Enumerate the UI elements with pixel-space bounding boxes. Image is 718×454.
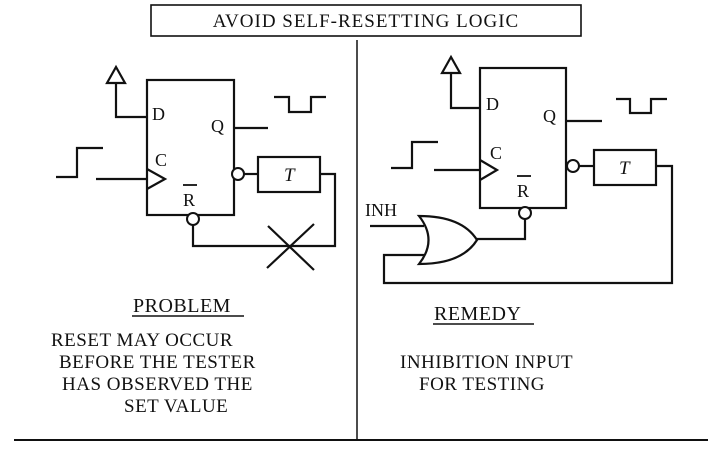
problem-line-4: SET VALUE xyxy=(124,396,228,417)
or-gate xyxy=(416,214,479,266)
clock-input-triangle-icon xyxy=(146,168,168,190)
flipflop-box xyxy=(145,78,236,217)
pin-c-label: C xyxy=(490,143,502,163)
pin-q-label: Q xyxy=(211,116,224,136)
pin-r-label: R xyxy=(183,190,195,210)
remedy-circuit: D C Q R T INH xyxy=(365,54,674,285)
clock-step-waveform xyxy=(391,140,438,170)
qbar-bubble xyxy=(231,167,245,181)
inh-label: INH xyxy=(365,200,397,220)
supply-triangle-icon xyxy=(440,54,462,75)
problem-text: RESET MAY OCCUR BEFORE THE TESTER HAS OB… xyxy=(51,330,256,417)
remedy-line-2: FOR TESTING xyxy=(419,374,545,395)
timer-box xyxy=(592,148,658,187)
cross-mark-icon xyxy=(266,223,315,271)
reset-bubble xyxy=(518,206,532,220)
flipflop-box xyxy=(478,66,568,210)
problem-line-1: RESET MAY OCCUR xyxy=(51,330,233,351)
pin-d-label: D xyxy=(152,104,165,124)
output-pulse-waveform xyxy=(616,97,667,115)
title-text: AVOID SELF-RESETTING LOGIC xyxy=(213,11,519,32)
pin-c-label: C xyxy=(155,150,167,170)
problem-line-3: HAS OBSERVED THE xyxy=(62,374,253,395)
timer-box xyxy=(256,155,322,194)
pin-r-label: R xyxy=(517,181,529,201)
title-banner: AVOID SELF-RESETTING LOGIC xyxy=(150,4,582,37)
problem-circuit: D C Q R T xyxy=(56,64,337,271)
pin-d-label: D xyxy=(486,94,499,114)
problem-heading: PROBLEM xyxy=(133,295,231,317)
clock-step-waveform xyxy=(56,146,103,179)
supply-triangle-icon xyxy=(105,64,127,85)
remedy-heading: REMEDY xyxy=(434,303,521,325)
remedy-text: INHIBITION INPUT FOR TESTING xyxy=(400,352,573,395)
pin-q-label: Q xyxy=(543,106,556,126)
output-pulse-waveform xyxy=(274,95,326,114)
clock-input-triangle-icon xyxy=(479,159,500,181)
reset-bubble xyxy=(186,212,200,226)
qbar-bubble xyxy=(566,159,580,173)
timer-label: T xyxy=(284,165,296,186)
problem-line-2: BEFORE THE TESTER xyxy=(59,352,256,373)
remedy-line-1: INHIBITION INPUT xyxy=(400,352,573,373)
timer-label: T xyxy=(619,158,631,179)
